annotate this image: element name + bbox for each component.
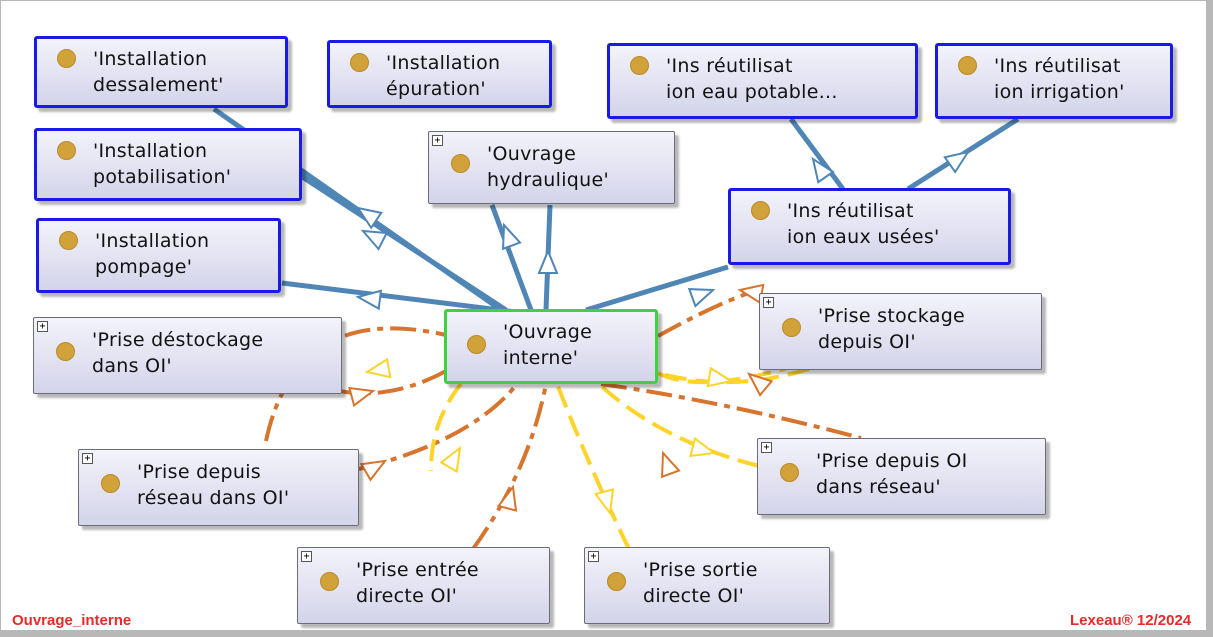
class-node-label: 'Ins réutilisat ion eaux usées' [787, 200, 940, 248]
class-node-dessalement[interactable]: 'Installation dessalement' [34, 36, 288, 108]
class-dot-icon [59, 231, 78, 250]
arrowhead-domain-11 [364, 357, 392, 379]
class-node-prise-sortie[interactable]: + 'Prise sortie directe OI' [584, 547, 830, 624]
edge-range-prise_entree-to-ouvrage_interne [471, 383, 548, 551]
edge-range-prise_reseau_oi-to-ouvrage_interne [358, 382, 519, 471]
edge-domain-segment-4 [429, 382, 463, 472]
class-node-prise-entree[interactable]: + 'Prise entrée directe OI' [297, 547, 550, 624]
class-node-label: 'Ins réutilisat ion irrigation' [994, 55, 1125, 103]
edge-subclass-ouvrage_interne-to-potabilisation [299, 173, 508, 313]
expand-plus-icon[interactable]: + [763, 297, 774, 308]
class-node-label: 'Installation épuration' [386, 52, 501, 100]
class-node-label: 'Prise depuis OI dans réseau' [816, 450, 968, 498]
edge-subclass-ouvrage_interne-to-pompage [281, 280, 517, 315]
class-dot-icon [320, 572, 339, 591]
arrowhead-subclass-0 [355, 206, 383, 230]
class-node-label: 'Ouvrage interne' [503, 321, 593, 369]
class-node-label: 'Prise depuis réseau dans OI' [137, 461, 290, 509]
class-node-label: 'Ouvrage hydraulique' [487, 143, 610, 191]
class-node-ouvrage-hydraulique[interactable]: + 'Ouvrage hydraulique' [428, 131, 675, 204]
expand-plus-icon[interactable]: + [761, 442, 772, 453]
class-node-epuration[interactable]: 'Installation épuration' [327, 40, 552, 108]
class-dot-icon [751, 201, 770, 220]
arrowhead-subclass-6 [811, 156, 835, 184]
class-node-pompage[interactable]: 'Installation pompage' [36, 218, 281, 293]
class-node-label: 'Installation dessalement' [93, 48, 224, 96]
class-node-label: 'Prise sortie directe OI' [643, 559, 758, 607]
class-dot-icon [451, 154, 470, 173]
edge-domain-prise_sortie-to-ouvrage_interne [555, 383, 631, 550]
arrowhead-subclass-7 [943, 150, 971, 174]
class-node-prise-destockage[interactable]: + 'Prise déstockage dans OI' [33, 317, 342, 394]
arrowhead-subclass-4 [537, 248, 559, 274]
class-node-prise-oi-reseau[interactable]: + 'Prise depuis OI dans réseau' [757, 438, 1046, 515]
class-node-prise-stockage[interactable]: + 'Prise stockage depuis OI' [759, 293, 1042, 370]
edge-subclass-reut_eaux_usees-to-reut_potable [788, 117, 846, 191]
expand-plus-icon[interactable]: + [301, 551, 312, 562]
expand-plus-icon[interactable]: + [588, 551, 599, 562]
class-dot-icon [607, 572, 626, 591]
class-node-reut-eaux-usees[interactable]: 'Ins réutilisat ion eaux usées' [728, 188, 1011, 265]
edge-range-segment-2 [657, 287, 762, 338]
class-node-label: 'Installation pompage' [95, 230, 210, 278]
class-dot-icon [782, 318, 801, 337]
class-dot-icon [780, 463, 799, 482]
copyright-caption: Lexeau® 12/2024 [1070, 612, 1192, 629]
selected-class-caption: Ouvrage_interne [12, 612, 132, 629]
arrowhead-range-17 [661, 450, 681, 479]
arrowhead-subclass-3 [502, 222, 522, 251]
class-dot-icon [958, 56, 977, 75]
class-node-reut-potable[interactable]: 'Ins réutilisat ion eau potable... [607, 43, 918, 119]
class-node-reut-irrigation[interactable]: 'Ins réutilisat ion irrigation' [935, 43, 1173, 119]
class-dot-icon [57, 141, 76, 160]
arrowhead-range-16 [496, 484, 518, 512]
class-dot-icon [350, 53, 369, 72]
class-node-potabilisation[interactable]: 'Installation potabilisation' [34, 128, 302, 201]
class-node-label: 'Prise entrée directe OI' [356, 559, 479, 607]
class-dot-icon [467, 335, 486, 354]
arrowhead-domain-15 [439, 445, 462, 474]
class-node-prise-reseau-oi[interactable]: + 'Prise depuis réseau dans OI' [78, 449, 359, 526]
arrowhead-range-8 [348, 386, 376, 408]
arrowhead-domain-10 [706, 366, 734, 388]
arrowhead-range-14 [359, 459, 388, 482]
class-node-label: 'Installation potabilisation' [93, 140, 232, 188]
arrowhead-domain-18 [593, 488, 615, 516]
class-node-ouvrage-interne[interactable]: 'Ouvrage interne' [444, 309, 658, 384]
expand-plus-icon[interactable]: + [82, 453, 93, 464]
arrowhead-subclass-1 [355, 289, 383, 311]
class-dot-icon [57, 49, 76, 68]
arrowhead-subclass-2 [360, 229, 389, 251]
expand-plus-icon[interactable]: + [432, 135, 443, 146]
class-dot-icon [56, 342, 75, 361]
expand-plus-icon[interactable]: + [37, 321, 48, 332]
class-node-label: 'Ins réutilisat ion eau potable... [666, 55, 838, 103]
class-dot-icon [101, 474, 120, 493]
class-node-label: 'Prise stockage depuis OI' [818, 305, 966, 353]
arrowhead-range-12 [746, 372, 774, 397]
arrowhead-domain-13 [689, 436, 717, 458]
arrowhead-subclass-5 [687, 288, 716, 308]
edge-domain-prise_oi_reseau-to-ouvrage_interne [597, 382, 760, 468]
edge-subclass-ouvrage_interne-to-epuration [489, 204, 534, 311]
class-dot-icon [630, 56, 649, 75]
edge-range-segment-3 [600, 382, 862, 440]
class-node-label: 'Prise déstockage dans OI' [92, 329, 264, 377]
edge-subclass-ouvrage_interne-to-reut_eaux_usees [585, 264, 729, 313]
